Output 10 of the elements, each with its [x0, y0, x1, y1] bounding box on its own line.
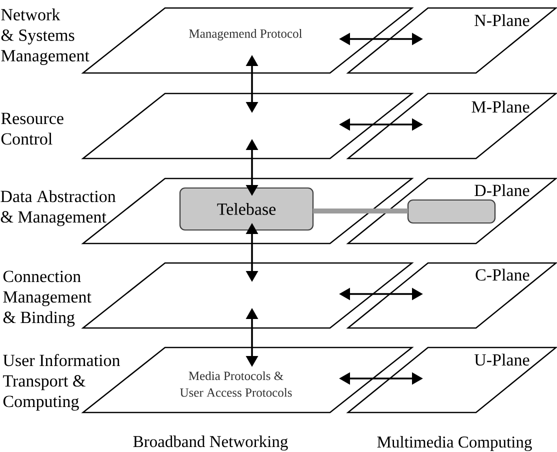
layer-label: Resource Control: [1, 112, 64, 145]
layer-label: User Information Transport & Computing: [3, 354, 120, 411]
column-caption: Multimedia Computing: [377, 436, 532, 452]
layer-label: Network & Systems Management: [1, 8, 90, 65]
connector-line: [313, 208, 408, 214]
rounded-box: [407, 199, 496, 224]
layer-label: Data Abstraction & Management: [0, 190, 116, 226]
rounded-box: Telebase: [179, 187, 314, 231]
layer-label: Connection Management & Binding: [3, 270, 92, 327]
column-caption: Broadband Networking: [133, 436, 288, 451]
